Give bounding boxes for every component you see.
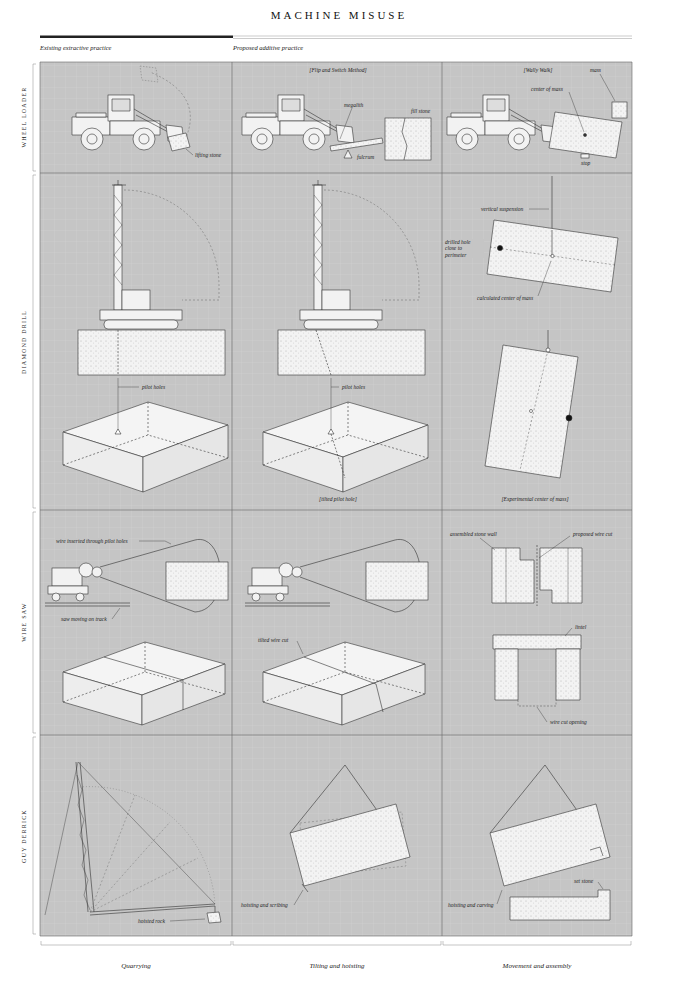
method-heading: [Wally Walk] [523, 67, 554, 73]
callout-label: calculated center of mass [476, 295, 534, 301]
callout-label: fill stone [410, 108, 431, 114]
callout-label: fulcrum [356, 154, 375, 160]
callout-label: wire cut opening [549, 719, 588, 725]
callout-label: tilted wire cut [257, 637, 289, 643]
callout-label: pilot holes [141, 384, 166, 390]
callout-label: lintel [574, 624, 587, 630]
callout-label: stop [580, 160, 591, 166]
row-label: WIRE SAW [21, 602, 28, 641]
column-heading: Existing extractive practice [40, 44, 111, 51]
callout-label: drilled hole close to perimeter [444, 239, 484, 258]
phase-label: Quarrying [121, 962, 151, 970]
callout-label: hoisting and scribing [240, 902, 289, 908]
callout-label: saw moving on track [60, 616, 108, 622]
column-heading: Proposed additive practice [233, 44, 303, 51]
title: MACHINE MISUSE [271, 9, 407, 22]
callout-label: proposed wire cut [572, 531, 613, 537]
caption-label: [tilted pilot hole] [318, 496, 358, 502]
panel-grid [40, 62, 632, 936]
guy-derrick-row [45, 762, 610, 923]
wheel-loader-row [72, 66, 627, 160]
callout-label: pilot holes [341, 384, 366, 390]
callout-label: set stone [573, 878, 594, 884]
wire-saw-row [45, 536, 582, 725]
callout-label: wire inserted through pilot holes [55, 538, 129, 544]
callout-label: vertical suspension [480, 206, 524, 212]
callout-label: hoisted rock [137, 918, 166, 924]
callout-label: megalith [343, 102, 364, 108]
callout-label: assembled stone wall [449, 531, 498, 537]
phase-label: Tilting and hoisting [310, 962, 365, 970]
callout-label: lifting stone [194, 152, 222, 158]
callout-label: mass [589, 67, 602, 73]
row-label: WHEEL LOADER [21, 87, 28, 148]
callout-label: center of mass [530, 86, 564, 92]
row-label: GUY DERRICK [21, 809, 28, 863]
method-heading: [Flip and Switch Method] [308, 67, 367, 73]
phase-label: Movement and assembly [503, 962, 572, 970]
header-rule [40, 36, 632, 39]
callout-label: hoisting and carving [447, 902, 495, 908]
diamond-drill-row [63, 176, 618, 492]
caption-label: [Experimental center of mass] [500, 496, 569, 502]
row-brackets [33, 64, 36, 934]
column-brackets [41, 941, 631, 945]
row-label: DIAMOND DRILL [21, 310, 28, 374]
